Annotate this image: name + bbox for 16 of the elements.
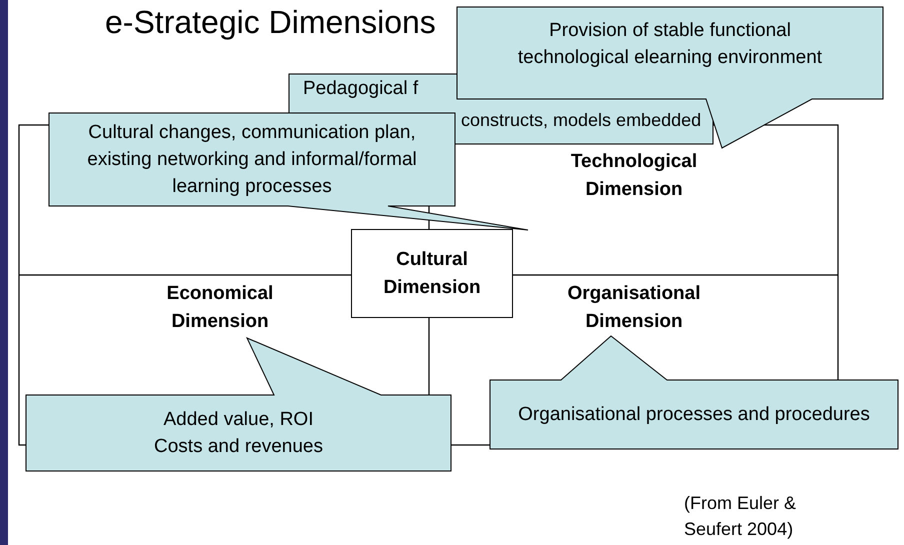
dimension-box: Cultural Dimension: [351, 229, 513, 318]
callout-text: Costs and revenues: [154, 435, 323, 459]
speech-callout: [25, 337, 452, 472]
callout-text: Cultural changes, communication plan, existing networking and informal/formal learning processes: [86, 121, 418, 199]
dimension-label: Technological Dimension: [534, 148, 734, 204]
speech-callout: [456, 6, 884, 149]
dimension-label: Organisational Dimension: [524, 280, 744, 336]
callout-text: Organisational processes and procedures: [518, 403, 870, 427]
callout-text: constructs, models embedded: [461, 109, 702, 132]
slide-title: e-Strategic Dimensions: [105, 3, 436, 42]
callout-text: Provision of stable functional technological elearning environment: [516, 19, 824, 70]
speech-callout: [489, 335, 899, 450]
callout-text: Added value, ROI: [164, 408, 314, 432]
source-note: (From Euler & Seufert 2004): [684, 492, 798, 541]
dimension-label: Economical Dimension: [120, 280, 320, 336]
callout-text: Pedagogical f: [303, 77, 420, 101]
